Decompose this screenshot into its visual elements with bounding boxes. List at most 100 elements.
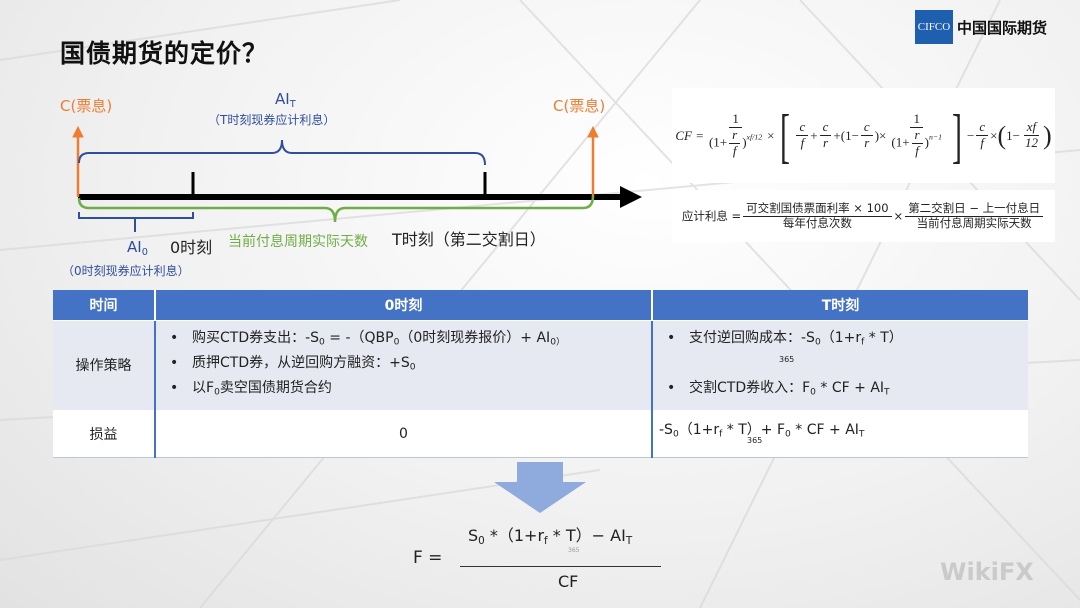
pnl-text: -S0（1+rf * T）+ F0 * CF + AIT	[659, 421, 865, 440]
watermark: WikiFX	[940, 558, 1034, 586]
bracket: [	[779, 102, 790, 169]
num: xf	[1023, 119, 1040, 136]
result-lhs: F =	[413, 548, 443, 568]
subscript: 0	[393, 337, 400, 348]
list-item: 以F0卖空国债期货合约	[166, 378, 651, 403]
list-item: 交割CTD券收入：F0 * CF + AIT	[663, 377, 1028, 404]
logo-name: 中国国际期货	[957, 18, 1048, 37]
subscript: T	[884, 387, 890, 398]
exp: n−1	[928, 132, 943, 142]
num: c	[860, 119, 873, 136]
pnl-t0: 0	[155, 409, 653, 458]
ai-0-label: AI0	[127, 238, 148, 258]
subscript: T	[858, 429, 865, 440]
num: 第二交割日 − 上一付息日	[905, 202, 1044, 217]
text-segment: -S	[659, 421, 673, 438]
coupon-arrow-right	[587, 125, 599, 197]
ai-0-sub: 0	[141, 246, 148, 258]
op: ×	[893, 209, 904, 223]
result-note: 365	[568, 547, 580, 554]
item-text: 支付逆回购成本：-S0（1+rf * T）	[689, 329, 903, 348]
op: (1−	[840, 127, 859, 143]
header-tT: T时刻	[652, 290, 1028, 320]
den: r	[864, 135, 870, 150]
subscript: f	[719, 429, 723, 440]
strategy-tT: 支付逆回购成本：-S0（1+rf * T） 365 交割CTD券收入：F0 * C…	[652, 319, 1028, 411]
row-label: 操作策略	[53, 319, 156, 411]
text-segment: * T）− AI	[547, 526, 626, 545]
ai-t-text: AI	[275, 90, 290, 108]
num: 1	[729, 111, 742, 129]
t: 12	[754, 132, 763, 142]
den: 12	[1024, 135, 1038, 150]
subscript: 0	[478, 535, 485, 548]
period-days-label: 当前付息周期实际天数	[228, 234, 368, 250]
result-numerator: S0 *（1+rf * T）− AIT	[468, 522, 632, 547]
ai-0-note: （0时刻现券应计利息）	[62, 264, 190, 278]
num: r	[911, 127, 923, 144]
den: f	[980, 135, 985, 150]
subscript: 0	[214, 387, 220, 398]
num: 1	[910, 111, 923, 129]
text-segment: 购买CTD券支出：-S	[192, 330, 320, 347]
text-segment: 支付逆回购成本：-S	[689, 329, 815, 346]
text-segment: 交割CTD券收入：F	[689, 380, 811, 397]
pricing-table: 时间 0时刻 T时刻 操作策略 购买CTD券支出：-S0 = -（QBP0（0时…	[53, 290, 1028, 458]
text-segment: 卖空国债期货合约	[219, 379, 332, 396]
text-segment: * T）	[864, 329, 903, 346]
op: ×	[767, 127, 775, 143]
table-row: 操作策略 购买CTD券支出：-S0 = -（QBP0（0时刻现券报价）+ AI0…	[53, 319, 1028, 411]
table-header: 时间 0时刻 T时刻	[53, 290, 1028, 320]
period-days-brace	[77, 195, 595, 223]
ai-0-text: AI	[127, 238, 142, 256]
subscript: 0）	[550, 337, 566, 348]
ai-t-note: （T时刻现券应计利息）	[208, 113, 336, 127]
timeline-diagram	[72, 125, 642, 232]
down-arrow-icon	[494, 462, 586, 513]
t: )	[742, 134, 747, 150]
op: )	[874, 127, 880, 143]
frac: 第二交割日 − 上一付息日当前付息周期实际天数	[905, 202, 1044, 229]
list-item: 购买CTD券支出：-S0 = -（QBP0（0时刻现券报价）+ AI0）	[166, 328, 651, 353]
num: c	[976, 119, 989, 136]
subscript: f	[544, 535, 548, 548]
row-label: 损益	[53, 409, 156, 458]
text-segment: = -（QBP	[324, 330, 394, 347]
ai-0-brace	[78, 212, 194, 232]
bracket: ]	[952, 102, 963, 169]
subscript: 0	[409, 362, 416, 373]
subscript: 0	[814, 337, 821, 348]
fraction-bar	[460, 566, 661, 567]
op: ×	[990, 127, 998, 143]
ai-t-sub: T	[289, 98, 296, 110]
subscript: 0	[672, 429, 679, 440]
den: f	[732, 142, 737, 158]
op: 1−	[1006, 127, 1020, 143]
denominator-note: 365	[747, 435, 763, 445]
num: r	[729, 127, 741, 144]
subscript: f	[861, 337, 865, 348]
t: xf	[746, 132, 753, 142]
ai-lhs: 应计利息 =	[681, 209, 742, 223]
text-segment: （1+r	[678, 421, 720, 438]
list-item: 质押CTD券，从逆回购方融资：+S0	[166, 353, 651, 378]
den: 每年付息次数	[782, 215, 852, 230]
op: +	[810, 127, 818, 143]
time-axis-arrowhead	[620, 186, 642, 208]
denominator-note: 365	[779, 355, 795, 365]
text-segment: * T）+ F	[722, 421, 786, 438]
ai-t-brace	[78, 139, 486, 166]
den: r	[822, 135, 829, 150]
den: f	[915, 142, 919, 158]
coupon-label-right: C(票息)	[553, 97, 606, 115]
